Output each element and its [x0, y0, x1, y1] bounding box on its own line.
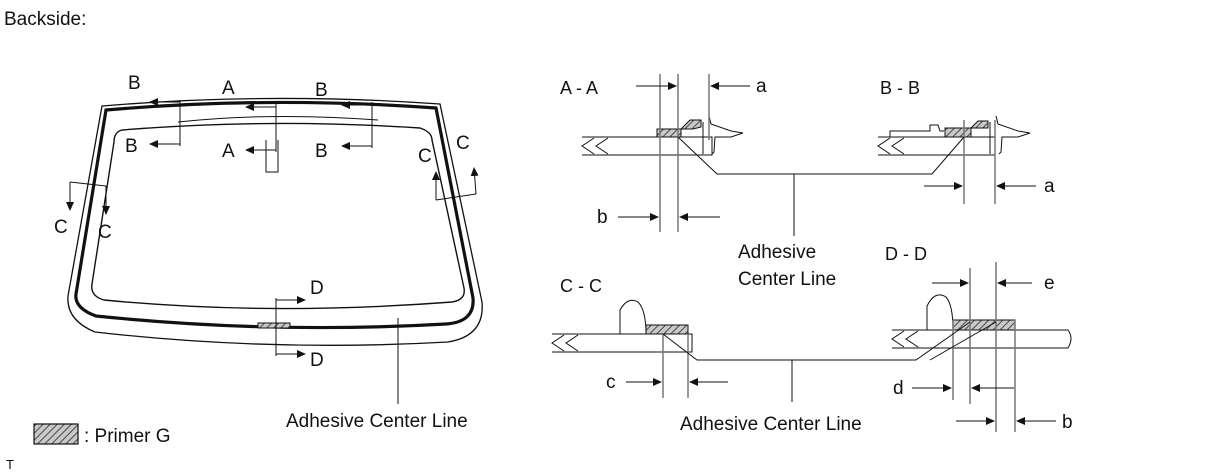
bb-molding: [989, 115, 1031, 155]
mark-d-1: D: [310, 278, 324, 299]
mark-c-2: C: [456, 133, 470, 154]
aa-primer: [656, 128, 682, 138]
bottom-primer-strip: [257, 322, 291, 329]
windshield-outer-edge: [67, 97, 483, 346]
section-marker-d: [275, 296, 306, 358]
aa-dam: [679, 119, 702, 130]
dd-bump: [926, 294, 954, 331]
section-bb-title: B - B: [880, 78, 920, 98]
section-cc: C - C c: [551, 276, 728, 398]
section-bb: B - B a: [877, 78, 1055, 204]
legend-text: : Primer G: [84, 426, 171, 447]
mark-a-2: A: [222, 141, 235, 162]
mirror-mount-tab: [265, 140, 279, 173]
dd-dim-e: e: [1044, 273, 1055, 294]
section-marker-a: [245, 103, 277, 154]
bb-dam: [969, 120, 989, 129]
section-aa: A - A a b: [560, 74, 767, 232]
cc-dim-c: c: [606, 372, 616, 393]
mark-a-1: A: [222, 78, 235, 99]
adhesive-callout-top: Adhesive Center Line: [677, 136, 965, 290]
windshield-callout: Adhesive Center Line: [286, 411, 468, 432]
primer-swatch: [33, 423, 79, 445]
section-marker-c-right: [432, 167, 479, 201]
mark-b-3: B: [125, 136, 138, 157]
cc-bump: [619, 299, 647, 335]
callout-top-line1: Adhesive: [738, 242, 816, 263]
bb-dim-a: a: [1044, 176, 1055, 197]
section-marker-c-left: [66, 181, 110, 215]
callout-top-line2: Center Line: [738, 269, 836, 290]
mark-c-1: C: [418, 146, 432, 167]
legend: : Primer G T: [6, 423, 171, 472]
aa-dim-b: b: [597, 207, 608, 228]
corner-mark: T: [6, 457, 14, 472]
mark-c-3: C: [54, 217, 68, 238]
dd-dim-d: d: [893, 378, 904, 399]
section-cc-title: C - C: [560, 276, 602, 296]
section-aa-title: A - A: [560, 78, 598, 98]
aa-molding: [702, 115, 744, 155]
mark-d-2: D: [310, 350, 324, 371]
windshield-inner-edge: [91, 122, 465, 310]
dd-dim-b: b: [1062, 412, 1073, 433]
mark-b-4: B: [315, 141, 328, 162]
adhesive-callout-bottom: Adhesive Center Line: [662, 321, 997, 435]
section-marker-b-left: [149, 98, 181, 148]
top-molding-line: [177, 115, 379, 123]
adhesive-band: [74, 100, 475, 330]
callout-bottom: Adhesive Center Line: [680, 414, 862, 435]
section-marker-b-right: [341, 101, 373, 150]
cc-primer: [645, 324, 689, 335]
aa-dim-a: a: [756, 76, 767, 97]
mark-c-4: C: [98, 222, 112, 243]
section-dd: D - D e d b: [885, 244, 1073, 433]
windshield-overview: B A B B A B C C C C D D Adhesive Center …: [54, 73, 483, 432]
bb-primer: [944, 127, 972, 138]
mark-b-2: B: [315, 80, 328, 101]
mark-b-1: B: [128, 73, 141, 94]
backside-label: Backside:: [4, 9, 86, 30]
section-dd-title: D - D: [885, 244, 927, 264]
